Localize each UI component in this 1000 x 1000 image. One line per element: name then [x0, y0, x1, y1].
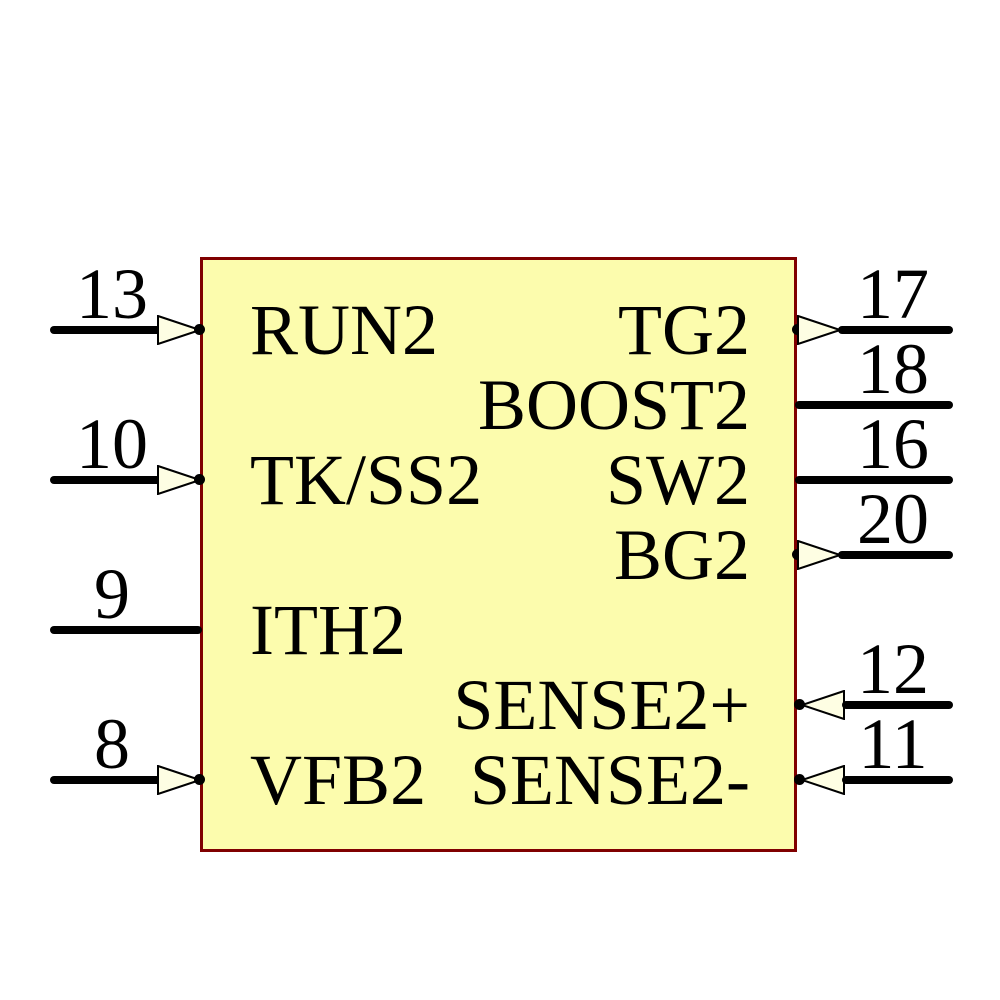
- pin-label-vfb2: VFB2: [250, 740, 427, 820]
- pin-number: 17: [857, 254, 929, 334]
- output-arrow-icon: [797, 540, 841, 570]
- pin-number: 10: [76, 404, 148, 484]
- pin-label-bg2: BG2: [613, 515, 750, 595]
- pin-wire: [50, 476, 163, 484]
- pin-wire: [842, 701, 953, 709]
- input-arrow-icon: [157, 465, 201, 495]
- pin-label-run2: RUN2: [250, 290, 439, 370]
- input-arrow-icon: [157, 315, 201, 345]
- pin-number: 8: [94, 704, 130, 784]
- pin-junction-dot: [194, 324, 205, 335]
- pin-wire: [795, 476, 953, 484]
- pin-label-sw2: SW2: [606, 440, 750, 520]
- pin-number: 12: [857, 629, 929, 709]
- pin-wire: [50, 326, 163, 334]
- pin-wire: [838, 326, 953, 334]
- pin-junction-dot: [194, 474, 205, 485]
- pin-number: 20: [857, 479, 929, 559]
- pin-label-sense2p: SENSE2+: [453, 665, 750, 745]
- pin-label-boost2: BOOST2: [477, 365, 750, 445]
- input-arrow-icon: [799, 765, 845, 795]
- output-arrow-icon: [797, 315, 841, 345]
- pin-wire: [838, 551, 953, 559]
- pin-number: 13: [76, 254, 148, 334]
- pin-label-tkss2: TK/SS2: [250, 440, 483, 520]
- pin-number: 16: [857, 404, 929, 484]
- pin-junction-dot: [794, 774, 805, 785]
- pin-junction-dot: [194, 774, 205, 785]
- pin-number: 11: [858, 704, 928, 784]
- pin-wire: [795, 401, 953, 409]
- pin-wire: [842, 776, 953, 784]
- pin-number: 9: [94, 554, 130, 634]
- pin-label-tg2: TG2: [618, 290, 750, 370]
- pin-junction-dot: [794, 699, 805, 710]
- ic-body[interactable]: [200, 257, 797, 852]
- input-arrow-icon: [157, 765, 201, 795]
- pin-wire: [50, 626, 202, 634]
- pin-wire: [50, 776, 163, 784]
- pin-label-sense2m: SENSE2-: [469, 740, 750, 820]
- pin-label-ith2: ITH2: [250, 590, 406, 670]
- pin-number: 18: [857, 329, 929, 409]
